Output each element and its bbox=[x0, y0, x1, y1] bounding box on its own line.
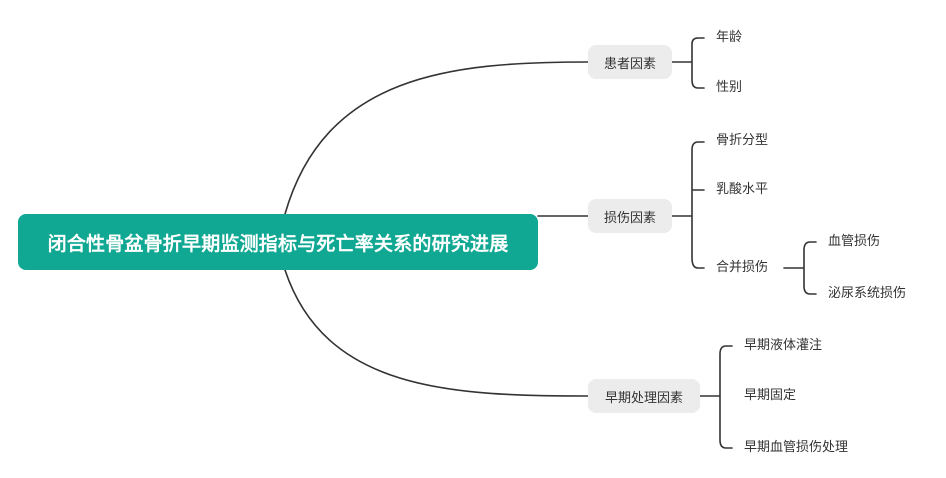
leaf-early-fixation[interactable]: 早期固定 bbox=[744, 388, 797, 403]
bracket-patient bbox=[671, 37, 705, 89]
leaf-early-vascular-treatment[interactable]: 早期血管损伤处理 bbox=[744, 440, 849, 455]
connector-root-treatment bbox=[284, 269, 589, 397]
bracket-combined bbox=[783, 241, 817, 295]
leaf-age[interactable]: 年龄 bbox=[716, 30, 743, 45]
root-topic[interactable]: 闭合性骨盆骨折早期监测指标与死亡率关系的研究进展 bbox=[18, 214, 538, 270]
leaf-lactate-level[interactable]: 乳酸水平 bbox=[716, 182, 769, 197]
leaf-vascular-injury[interactable]: 血管损伤 bbox=[828, 234, 881, 249]
branch-patient-factors[interactable]: 患者因素 bbox=[588, 45, 672, 79]
leaf-early-fluid-perfusion[interactable]: 早期液体灌注 bbox=[744, 338, 823, 353]
connector-root-patient bbox=[284, 61, 589, 215]
bracket-treatment bbox=[699, 345, 733, 449]
leaf-combined-injury[interactable]: 合并损伤 bbox=[716, 260, 769, 275]
branch-injury-factors[interactable]: 损伤因素 bbox=[588, 199, 672, 233]
leaf-sex[interactable]: 性别 bbox=[716, 80, 743, 95]
branch-treatment-factors[interactable]: 早期处理因素 bbox=[588, 379, 700, 413]
leaf-urinary-injury[interactable]: 泌尿系统损伤 bbox=[828, 286, 907, 301]
leaf-fracture-type[interactable]: 骨折分型 bbox=[716, 133, 769, 148]
bracket-injury bbox=[671, 141, 705, 269]
